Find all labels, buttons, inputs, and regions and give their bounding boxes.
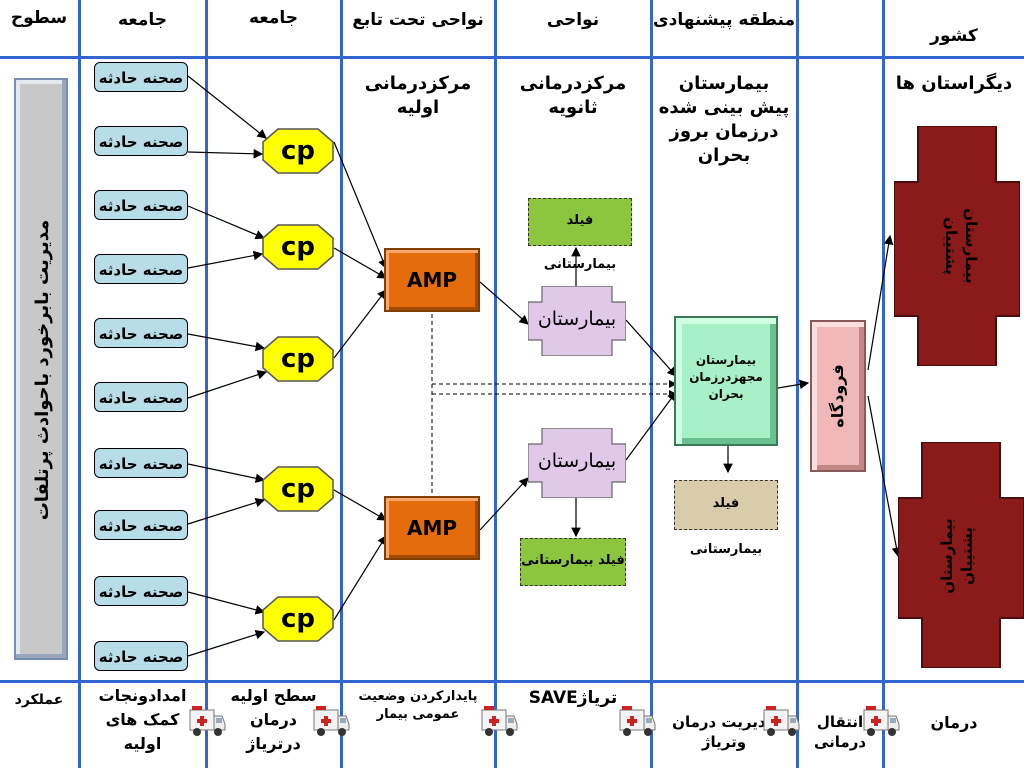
hospital-label: بیمارستان: [537, 450, 617, 472]
grid-line: [78, 0, 81, 768]
ambulance-icon: [313, 706, 350, 736]
grid-line: [0, 680, 1024, 683]
header-proposed-zone: منطقه پیشنهادی: [653, 10, 795, 30]
scene-box: صحنه حادثه: [94, 62, 188, 92]
cp-node: cp: [262, 224, 334, 270]
ambulance-icon: [863, 706, 900, 736]
cp-label: cp: [280, 344, 316, 374]
secondary-center-title: مرکزدرمانی ثانویه: [519, 73, 627, 118]
scene-box: صحنه حادثه: [94, 318, 188, 348]
scene-box: صحنه حادثه: [94, 510, 188, 540]
header-sub-region: نواحی تحت تابع: [352, 10, 484, 30]
scene-box: صحنه حادثه: [94, 190, 188, 220]
footer-save-triage: SAVEتریاژ: [528, 688, 618, 708]
cp-label: cp: [280, 604, 316, 634]
scene-box: صحنه حادثه: [94, 576, 188, 606]
amp-box: AMP: [384, 248, 480, 312]
cp-node: cp: [262, 128, 334, 174]
header-community-1: جامعه: [117, 10, 168, 30]
grid-line: [205, 0, 208, 768]
footer-stabilize: پایدارکردن وضعیت عمومی بیمار: [358, 689, 478, 722]
field-hospital: فیلد بیمارستانی: [528, 198, 632, 272]
cp-node: cp: [262, 336, 334, 382]
footer-treatment-mgmt: مدیریت درمان وتریاژ: [672, 713, 776, 751]
header-levels: سطوح: [10, 8, 68, 28]
ambulance-icon: [763, 706, 800, 736]
footer-first-aid: امدادونجات کمک های اولیه: [98, 686, 187, 753]
grid-line: [0, 56, 1024, 59]
field-hospital: فیلد بیمارستانی: [674, 480, 778, 557]
support-hospital-label: بیمارستان پشتیبان: [938, 518, 976, 594]
scene-box: صحنه حادثه: [94, 126, 188, 156]
ambulance-icon: [619, 706, 656, 736]
crisis-hospital-label: بیمارستان مجهزدرزمان بحران: [689, 353, 763, 401]
grid-line: [796, 0, 799, 768]
other-provinces-title: دیگراستان ها: [895, 73, 1013, 94]
field-hospital: فیلد بیمارستانی: [520, 538, 626, 586]
ambulance-icon: [189, 706, 226, 736]
hospital-node: بیمارستان: [527, 427, 627, 499]
scene-box: صحنه حادثه: [94, 254, 188, 284]
amp-box: AMP: [384, 496, 480, 560]
footer-treatment: درمان: [930, 713, 978, 732]
header-country: کشور: [930, 26, 978, 46]
support-hospital-label: بیمارستان پشتیبان: [942, 208, 980, 284]
scene-box: صحنه حادثه: [94, 448, 188, 478]
footer-transfer: انتقال درمانی: [813, 713, 867, 751]
grid-line: [340, 0, 343, 768]
support-hospital: بیمارستان پشتیبان: [897, 441, 1024, 669]
footer-primary-treatment: سطح اولیه درمان درتریاژ: [230, 686, 317, 753]
airport-node: فرودگاه: [810, 320, 866, 472]
hospital-label: بیمارستان: [537, 308, 617, 330]
airport-label: فرودگاه: [828, 364, 847, 428]
grid-line: [882, 0, 885, 768]
cp-node: cp: [262, 596, 334, 642]
hospital-node: بیمارستان: [527, 285, 627, 357]
cp-node: cp: [262, 466, 334, 512]
cp-label: cp: [280, 232, 316, 262]
cp-label: cp: [280, 136, 316, 166]
scene-box: صحنه حادثه: [94, 641, 188, 671]
side-panel: مدیریت بابرخورد باحوادث پرتلفات: [14, 78, 68, 660]
ambulance-icon: [481, 706, 518, 736]
crisis-hospital: بیمارستان مجهزدرزمان بحران: [674, 316, 778, 446]
footer-function: عملکرد: [14, 692, 64, 708]
scene-box: صحنه حادثه: [94, 382, 188, 412]
primary-center-title: مرکزدرمانی اولیه: [364, 73, 472, 118]
header-region: نواحی: [546, 10, 600, 30]
header-community-2: جامعه: [248, 8, 299, 28]
cp-label: cp: [280, 474, 316, 504]
predicted-hospital-title: بیمارستان پیش بینی شده درزمان بروز بحران: [658, 73, 790, 166]
support-hospital: بیمارستان پشتیبان: [893, 125, 1021, 367]
